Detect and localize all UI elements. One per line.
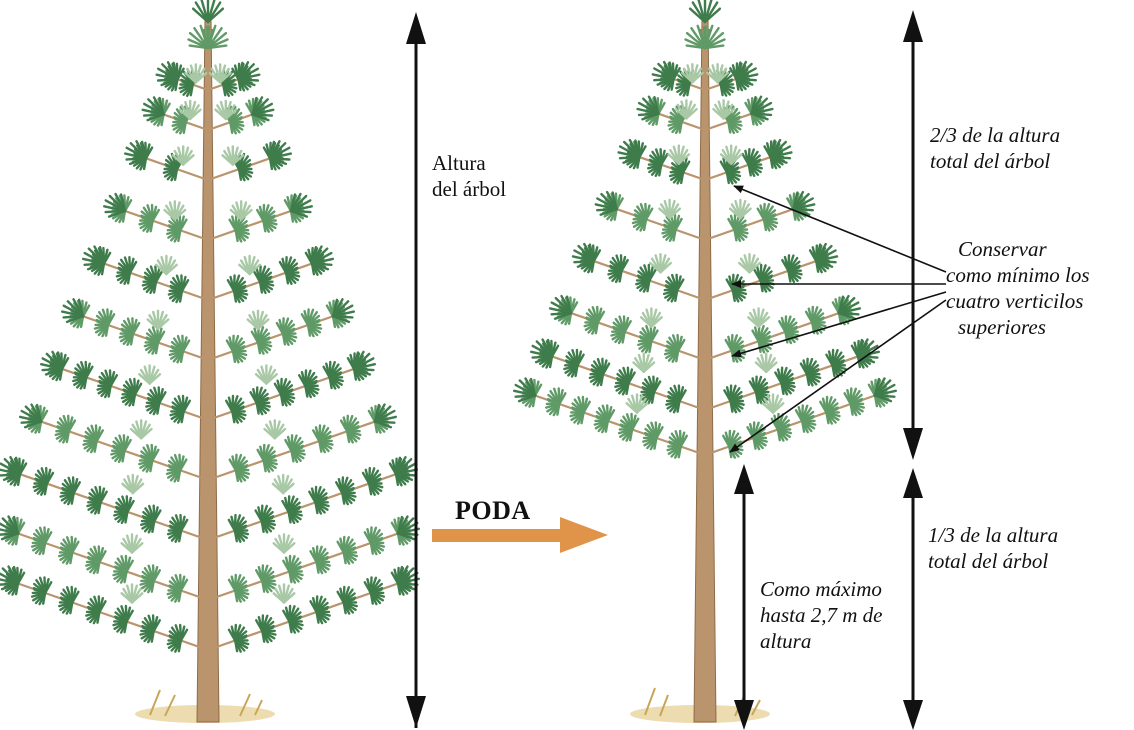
keep-whorls-label-line1: Conservar (958, 236, 1047, 262)
poda-label: PODA (455, 498, 531, 524)
lower-arrow-top (903, 468, 923, 498)
max-height-label-line3: altura (760, 628, 811, 654)
max-arrow-top (734, 464, 754, 494)
max-height-label-line1: Como máximo (760, 576, 882, 602)
tree-height-arrow-bottom (406, 696, 426, 728)
lower-arrow-bottom (903, 700, 923, 730)
tree-height-arrow-top (406, 12, 426, 44)
upper-arrow-top (903, 10, 923, 42)
keep-whorls-label-line4: superiores (958, 314, 1046, 340)
keep-whorls-label-line2: como mínimo los (946, 262, 1090, 288)
upper-third-label-line2: total del árbol (930, 148, 1050, 174)
upper-arrow-bottom (903, 428, 923, 460)
lower-third-label-line2: total del árbol (928, 548, 1048, 574)
upper-third-label-line1: 2/3 de la altura (930, 122, 1060, 148)
max-height-label-line2: hasta 2,7 m de (760, 602, 883, 628)
tree-height-label-line1: Altura (432, 150, 486, 176)
conifer-tree-icon (0, 0, 419, 722)
keep-whorls-label-line3: cuatro verticilos (946, 288, 1083, 314)
tree-height-label-line2: del árbol (432, 176, 506, 202)
lower-third-label-line1: 1/3 de la altura (928, 522, 1058, 548)
